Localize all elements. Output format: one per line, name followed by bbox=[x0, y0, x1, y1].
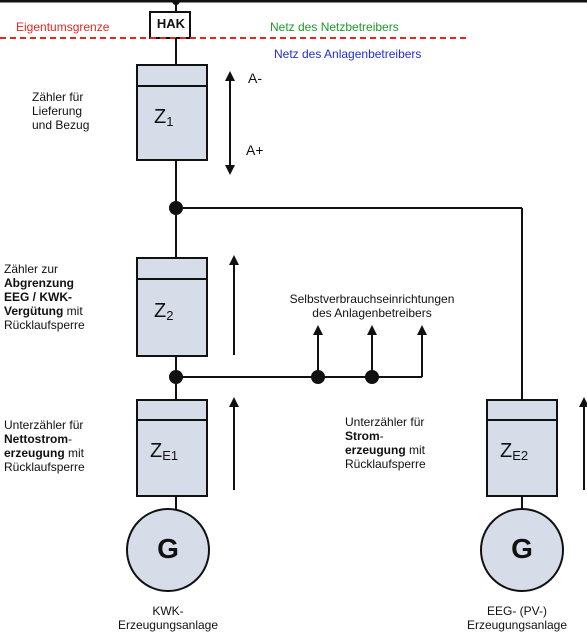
hak-label: HAK bbox=[156, 16, 186, 31]
ze1-description: Unterzähler für Nettostrom- erzeugung mi… bbox=[4, 418, 85, 474]
generator-kwk-circle bbox=[126, 508, 210, 592]
generator-kwk-symbol: G bbox=[157, 533, 179, 564]
meter-ze1-label: ZE1 bbox=[150, 440, 179, 463]
generator-kwk-label: KWK- Erzeugungsanlage bbox=[117, 604, 219, 632]
self-consumption-label: Selbstverbrauchseinrichtungen des Anlage… bbox=[289, 292, 455, 320]
ze2-description: Unterzähler für Strom- erzeugung mit Rüc… bbox=[345, 415, 426, 471]
meter-z1-label: Z1 bbox=[154, 106, 174, 129]
eigentumsgrenze-label: Eigentumsgrenze bbox=[16, 20, 110, 34]
netz-anlagenbetreiber-label: Netz des Anlagenbetreibers bbox=[274, 47, 422, 61]
meter-z2-label: Z2 bbox=[154, 300, 174, 323]
meter-z1-box bbox=[136, 64, 208, 161]
z1-arrow-down-label: A+ bbox=[246, 142, 264, 158]
meter-z2-box bbox=[136, 257, 208, 357]
generator-pv-label: EEG- (PV-) Erzeugungsanlage bbox=[466, 604, 568, 632]
generator-pv-symbol: G bbox=[511, 533, 533, 564]
netz-netzbetreiber-label: Netz des Netzbetreibers bbox=[270, 20, 399, 34]
generator-pv-circle bbox=[480, 508, 564, 592]
hak-box bbox=[149, 11, 191, 39]
meter-ze1-box bbox=[136, 399, 208, 497]
meter-ze2-box bbox=[486, 399, 558, 497]
z1-arrow-up-label: A- bbox=[248, 70, 262, 86]
z1-description: Zähler für Lieferung und Bezug bbox=[32, 90, 90, 132]
meter-ze2-label: ZE2 bbox=[500, 440, 529, 463]
z2-description: Zähler zur Abgrenzung EEG / KWK- Vergütu… bbox=[4, 262, 85, 332]
